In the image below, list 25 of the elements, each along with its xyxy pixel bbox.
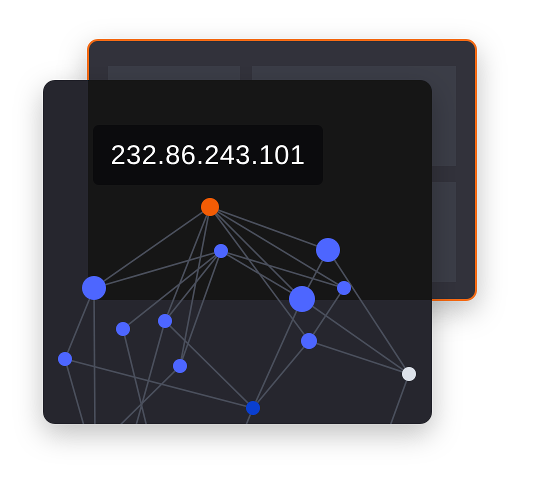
connector-line xyxy=(103,212,204,282)
connector-line xyxy=(105,252,214,286)
connector-line xyxy=(72,360,246,407)
connector-line xyxy=(256,346,304,404)
connector-line xyxy=(93,300,96,424)
connector-line xyxy=(180,216,210,360)
connector-line xyxy=(168,256,218,316)
connector-line xyxy=(312,306,404,371)
connector-line xyxy=(182,257,220,360)
connector-line xyxy=(217,210,338,286)
connector-line xyxy=(316,342,403,373)
connector-line xyxy=(216,212,294,290)
ip-address-tooltip: 232.86.243.101 xyxy=(93,125,323,185)
connector-line xyxy=(255,310,298,402)
connector-line xyxy=(66,298,90,353)
connector-line xyxy=(169,325,249,404)
connector-line xyxy=(128,254,216,326)
connector-line xyxy=(227,252,338,287)
connector-line xyxy=(226,254,292,294)
connector-line xyxy=(218,209,317,247)
connector-line xyxy=(307,260,324,288)
connector-line xyxy=(214,214,305,336)
connector-line xyxy=(166,215,208,315)
connector-line xyxy=(312,293,341,335)
connector-line xyxy=(334,260,406,369)
